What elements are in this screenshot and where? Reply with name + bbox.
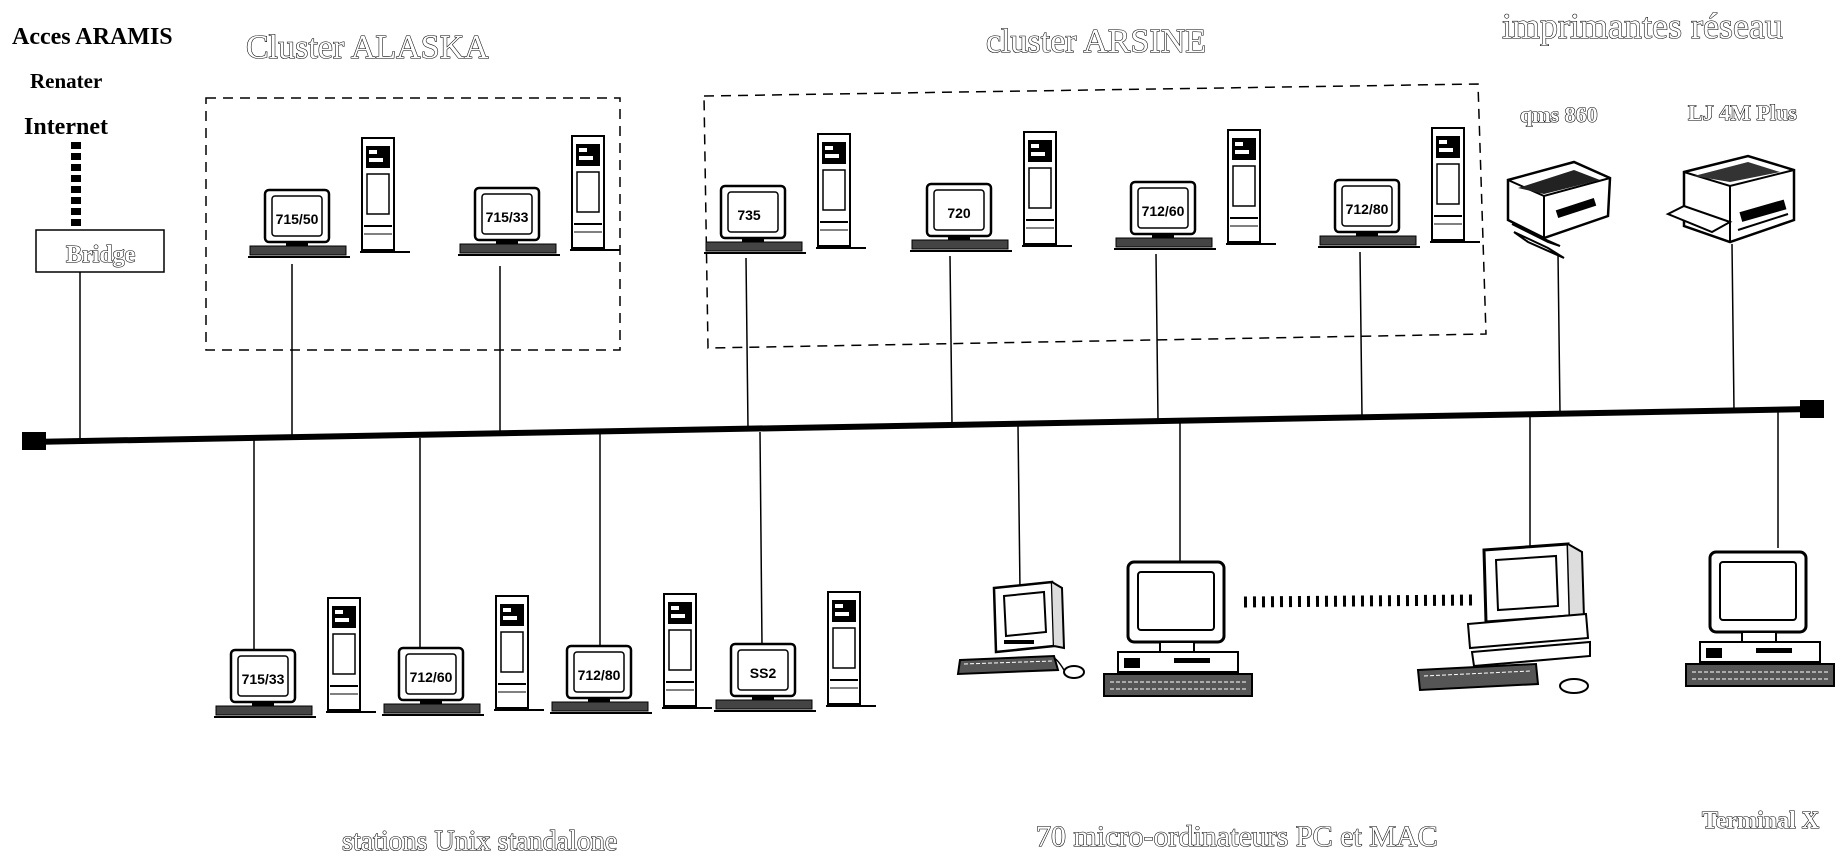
micro-computers: 70 micro-ordinateurs PC et MAC [958, 544, 1590, 853]
standalone-unix-stations: 715/33 712/60 712/80 SS2 stations Unix s… [214, 592, 876, 857]
cluster-alaska: Cluster ALASKA 715/50 715/33 [206, 29, 620, 350]
printers-title: imprimantes réseau [1502, 6, 1783, 46]
unix-workstation-icon [458, 136, 620, 255]
printer-label-lj: LJ 4M Plus [1688, 100, 1797, 125]
renater-label: Renater [30, 69, 102, 93]
unix-workstation-icon [704, 134, 866, 253]
workstation: 735 [704, 134, 866, 253]
x-terminal: Terminal X [1686, 552, 1834, 834]
workstation-label: SS2 [750, 665, 777, 681]
workstation: 712/80 [550, 594, 712, 713]
unix-workstation-icon [248, 138, 410, 257]
workstation: 712/80 [1318, 128, 1480, 247]
workstation-label: 712/80 [578, 667, 621, 683]
x-terminal-icon [1686, 552, 1834, 686]
workstation-label: 720 [947, 205, 971, 221]
workstation-label: 715/33 [486, 209, 529, 225]
cluster-alaska-title: Cluster ALASKA [246, 29, 489, 66]
unix-workstation-icon [714, 592, 876, 711]
internet-label: Internet [24, 114, 108, 140]
bridge-label: Bridge [66, 242, 136, 268]
unix-workstation-icon [382, 596, 544, 715]
internet-access: Acces ARAMIS Renater Internet Bridge [12, 24, 173, 272]
aramis-title: Acces ARAMIS [12, 24, 173, 50]
cluster-arsine: cluster ARSINE 735 720 712/60 712/80 [704, 23, 1486, 348]
workstation-label: 735 [737, 207, 761, 223]
mac-computer-icon [958, 582, 1084, 678]
cluster-arsine-title: cluster ARSINE [986, 23, 1206, 60]
workstation-label: 712/80 [1346, 201, 1389, 217]
workstation-label: 712/60 [1142, 203, 1185, 219]
workstation: 715/33 [458, 136, 620, 255]
printer-icon [1668, 156, 1794, 242]
backbone-terminator-right [1800, 400, 1824, 418]
pc-computer-icon [1104, 562, 1252, 696]
network-printers: imprimantes réseau qms 860 LJ 4M Plus [1502, 6, 1797, 258]
upper-drop-lines [80, 244, 1734, 440]
unix-workstation-icon [1114, 130, 1276, 249]
workstation-label: 715/33 [242, 671, 285, 687]
printer-icon [1508, 162, 1610, 258]
standalone-label: stations Unix standalone [342, 826, 617, 857]
workstation: SS2 [714, 592, 876, 711]
workstation: 715/33 [214, 598, 376, 717]
workstation: 712/60 [1114, 130, 1276, 249]
terminal-label: Terminal X [1702, 808, 1820, 834]
workstation: 715/50 [248, 138, 410, 257]
unix-workstation-icon [1318, 128, 1480, 247]
unix-workstation-icon [550, 594, 712, 713]
workstation: 712/60 [382, 596, 544, 715]
printer-label-qms: qms 860 [1520, 102, 1598, 127]
unix-workstation-icon [910, 132, 1072, 251]
more-computers-ellipsis [1244, 600, 1474, 602]
workstation-label: 715/50 [276, 211, 319, 227]
backbone-terminator-left [22, 432, 46, 450]
workstation-label: 712/60 [410, 669, 453, 685]
workstation: 720 [910, 132, 1072, 251]
micro-label: 70 micro-ordinateurs PC et MAC [1036, 820, 1438, 853]
unix-workstation-icon [214, 598, 376, 717]
pc-computer-icon [1418, 544, 1590, 693]
